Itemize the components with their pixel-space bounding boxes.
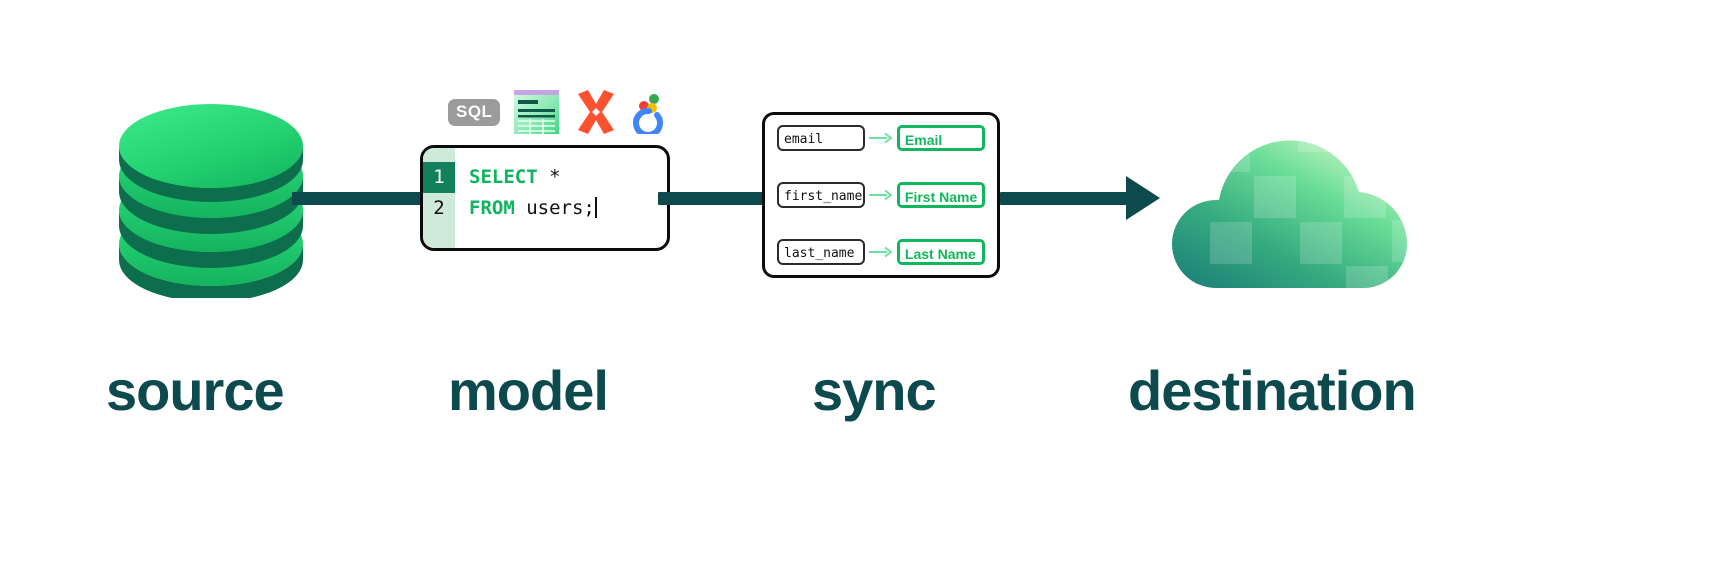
sql-keyword-from: FROM [469,197,515,219]
destination-field-last-name[interactable]: Last Name [896,239,985,265]
google-analytics-icon [633,94,664,134]
field-mapping-row: email Email [777,125,985,151]
sql-code-area[interactable]: SELECT *FROM users; [455,148,667,248]
source-field-last-name[interactable]: last_name [777,239,865,265]
destination-field-first-name[interactable]: First Name [896,182,985,208]
text-caret [594,197,597,218]
connector-model-to-sync [658,192,768,205]
caption-sync: sync [812,359,937,422]
mapping-arrow-icon [868,246,893,258]
sql-badge-icon: SQL [448,98,501,126]
source-field-first-name[interactable]: first_name [777,182,865,208]
line-number-1: 1 [423,162,455,193]
sql-editor[interactable]: 1 2 SELECT *FROM users; [420,145,670,251]
sql-keyword-select: SELECT [469,166,538,188]
source-field-email[interactable]: email [777,125,865,151]
connector-source-to-model [292,192,428,205]
sql-line-1-rest: * [537,166,561,188]
connector-sync-to-destination [1000,192,1140,205]
caption-source: source [106,359,285,422]
model-tool-icons: SQL [448,90,667,134]
caption-destination: destination [1128,359,1417,422]
sql-editor-gutter: 1 2 [423,148,455,248]
sql-line-2-rest: users; [514,197,595,219]
line-number-2: 2 [433,197,445,219]
mapping-arrow-icon [868,189,893,201]
database-cylinder-icon [119,104,303,298]
destination-field-email[interactable]: Email [896,125,985,151]
sql-code-line-2: FROM users; [469,193,667,224]
spreadsheet-icon [514,90,560,134]
mapping-arrow-icon [868,132,893,144]
field-mapping-row: last_name Last Name [777,239,985,265]
field-mapping-row: first_name First Name [777,182,985,208]
arrow-head-icon [1126,176,1160,220]
caption-model: model [448,359,609,422]
cloud-icon [1172,140,1408,289]
x-logo-icon [578,90,615,134]
sync-field-mapping-box: email Email first_name First Name last_n… [762,112,1000,278]
sql-code-line-1: SELECT * [469,162,667,193]
